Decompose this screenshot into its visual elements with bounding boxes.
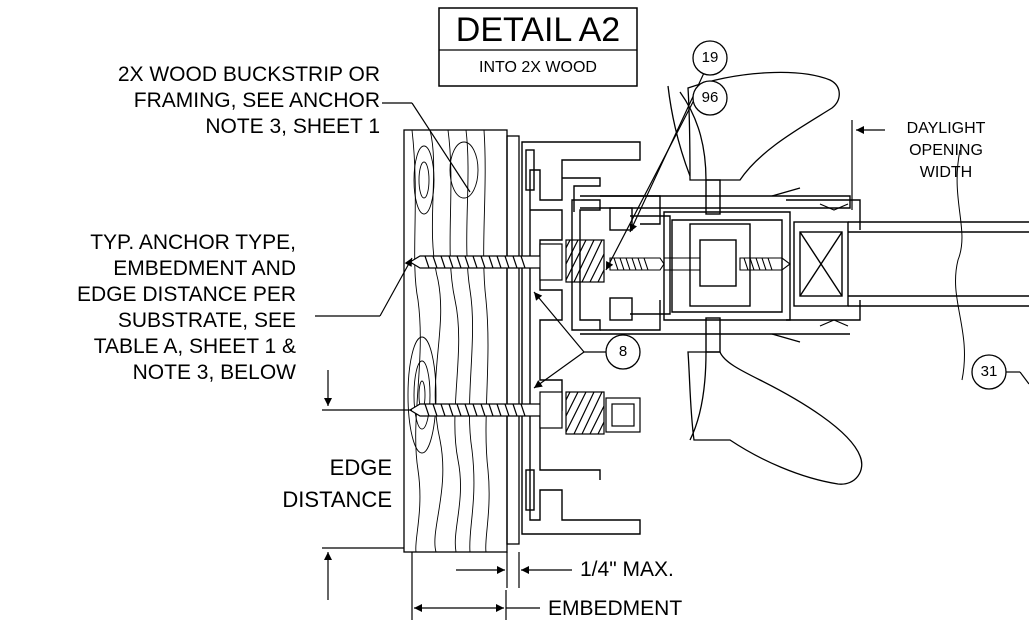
detail-title: DETAIL A2	[455, 11, 621, 49]
daylight-note-line-1: DAYLIGHT	[906, 120, 986, 137]
max-gap-dimension	[456, 552, 572, 588]
daylight-note: DAYLIGHT OPENING WIDTH	[886, 118, 1006, 184]
callout-31: 31	[980, 363, 998, 380]
anchor-note-line-5: TABLE A, SHEET 1 &	[93, 335, 296, 358]
buckstrip-note-line-2: FRAMING, SEE ANCHOR	[133, 89, 380, 112]
wood-buckstrip	[403, 129, 508, 553]
buckstrip-note-line-1: 2X WOOD BUCKSTRIP OR	[117, 63, 380, 86]
daylight-dimension	[851, 120, 885, 210]
anchor-note-line-1: TYP. ANCHOR TYPE,	[90, 231, 296, 254]
anchor-note: TYP. ANCHOR TYPE, EMBEDMENT AND EDGE DIS…	[0, 230, 296, 386]
edge-distance-line-2: DISTANCE	[282, 487, 392, 512]
spacer-blocks	[565, 239, 641, 435]
callout-19: 19	[701, 49, 719, 66]
anchor-screws	[408, 243, 563, 429]
shim	[506, 135, 520, 545]
embedment-dimension	[411, 552, 540, 620]
buckstrip-note: 2X WOOD BUCKSTRIP OR FRAMING, SEE ANCHOR…	[20, 62, 380, 140]
callout-8: 8	[618, 343, 628, 360]
detail-subtitle: INTO 2X WOOD	[479, 59, 597, 76]
max-gap-label: 1/4" MAX.	[580, 558, 674, 581]
hinge-wing	[667, 71, 863, 485]
frame-extrusion	[521, 141, 641, 535]
anchor-note-line-6: NOTE 3, BELOW	[132, 361, 296, 384]
buckstrip-note-line-3: NOTE 3, SHEET 1	[205, 115, 380, 138]
edge-distance-dimension	[322, 370, 412, 600]
callout-circles	[605, 40, 1007, 390]
leaders	[315, 59, 1029, 389]
glass-unit	[793, 149, 1029, 381]
anchor-note-line-2: EMBEDMENT AND	[113, 257, 296, 280]
edge-distance-line-1: EDGE	[329, 455, 392, 480]
title-block	[438, 7, 638, 87]
daylight-note-line-3: WIDTH	[919, 164, 973, 181]
anchor-note-line-4: SUBSTRATE, SEE	[117, 309, 296, 332]
window-profile	[571, 179, 861, 353]
daylight-note-line-2: OPENING	[909, 142, 983, 159]
callout-96: 96	[701, 89, 719, 106]
edge-distance-label: EDGE DISTANCE	[240, 452, 392, 516]
embedment-label: EMBEDMENT	[548, 597, 683, 620]
anchor-note-line-3: EDGE DISTANCE PER	[77, 283, 296, 306]
